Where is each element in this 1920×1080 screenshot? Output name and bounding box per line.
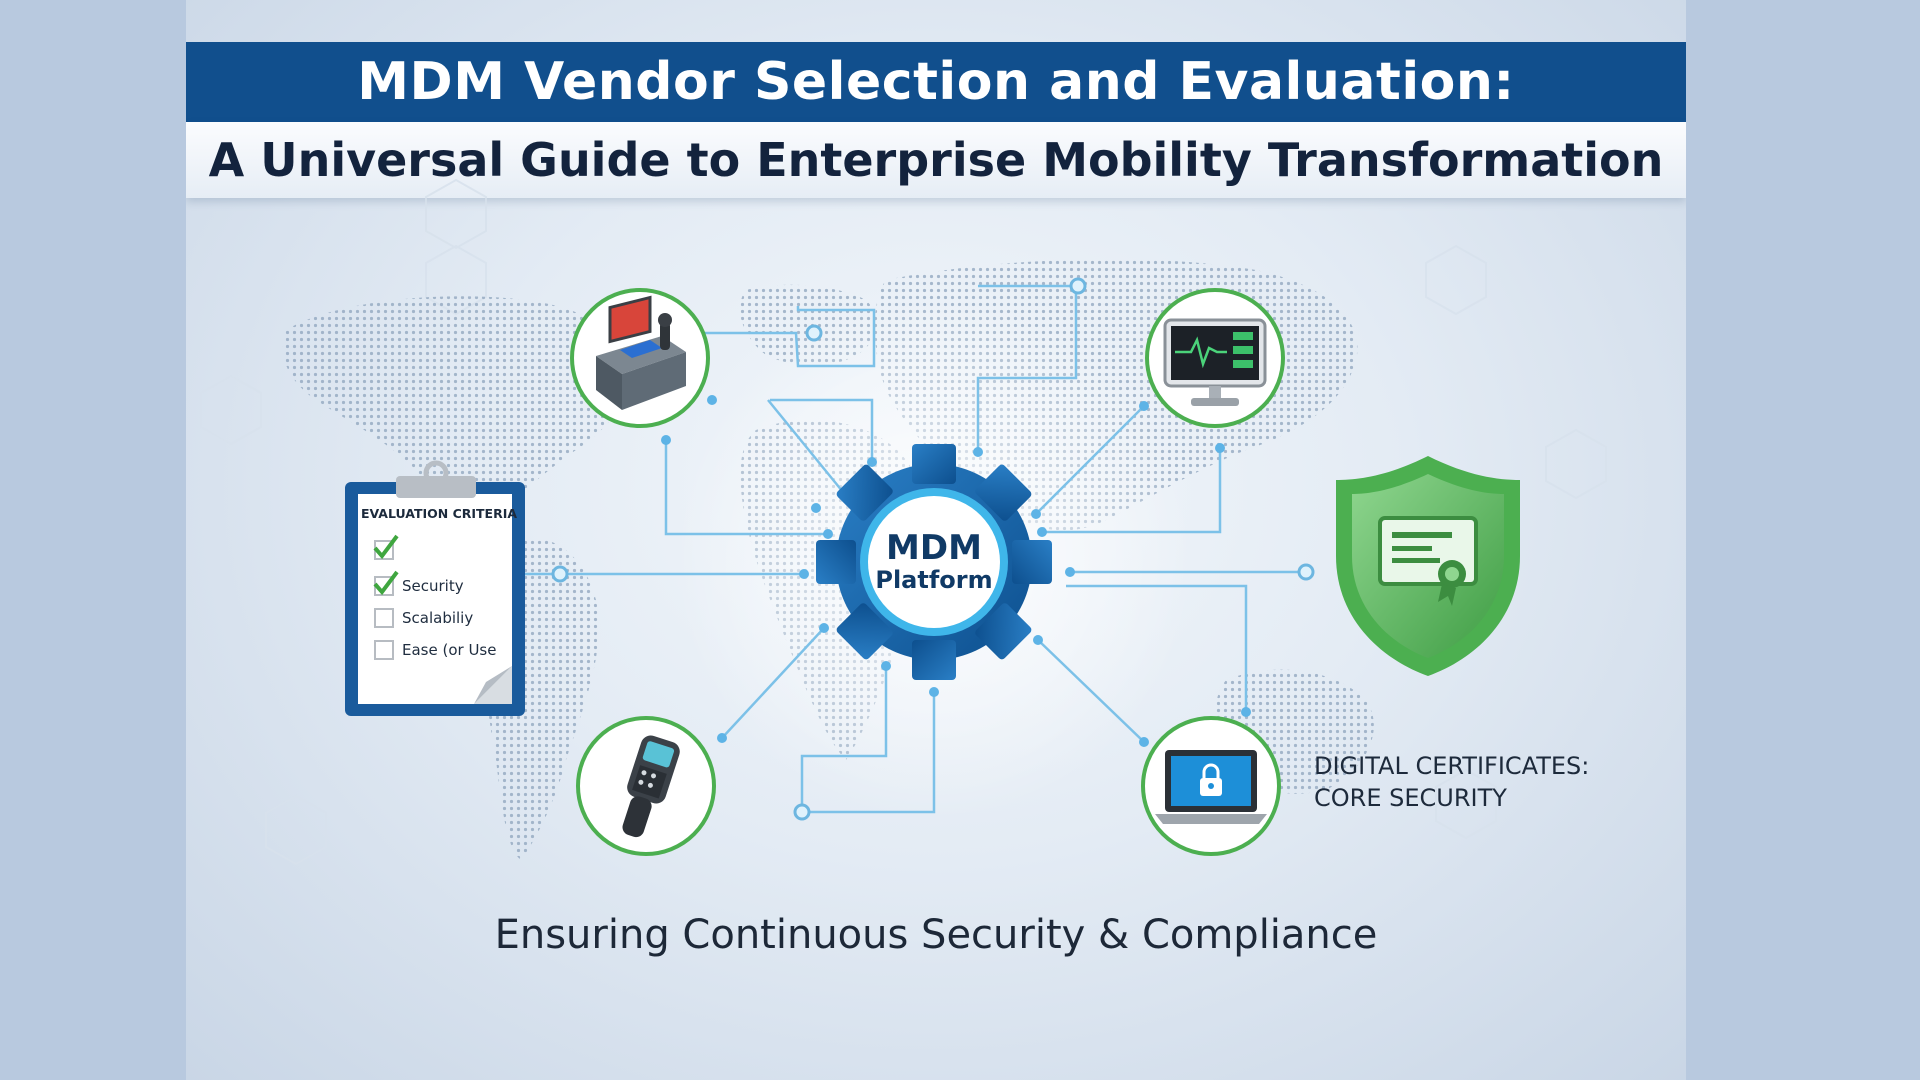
patient-monitor-icon: [1145, 288, 1285, 428]
network-diagram: [200, 178, 1607, 866]
checkbox-1: [373, 534, 399, 560]
kiosk-terminal-icon: [570, 288, 710, 428]
hub-title: MDM: [886, 528, 982, 568]
page-subtitle: A Universal Guide to Enterprise Mobility…: [208, 133, 1664, 187]
certificate-caption-line1: DIGITAL CERTIFICATES:: [1314, 752, 1590, 780]
shield-certificate-icon: [1336, 456, 1520, 676]
subtitle-banner: A Universal Guide to Enterprise Mobility…: [186, 122, 1686, 198]
criteria-item-ease-of-use: Ease (or Use: [402, 641, 497, 659]
criteria-item-scalability: Scalabiliy: [402, 609, 474, 627]
gear-teeth: [816, 444, 1052, 680]
network-nodes: [551, 277, 1315, 821]
mdm-gear: [816, 444, 1052, 680]
secure-laptop-icon: [1141, 716, 1281, 856]
certificate-caption: DIGITAL CERTIFICATES: CORE SECURITY: [1314, 750, 1589, 814]
tagline: Ensuring Continuous Security & Complianc…: [494, 912, 1378, 958]
certificate-caption-line2: CORE SECURITY: [1314, 784, 1507, 812]
checkbox-3: [374, 608, 394, 628]
checkbox-2: [373, 570, 399, 596]
network-endpoints: [661, 395, 1251, 747]
barcode-scanner-icon: [576, 716, 716, 856]
checkbox-4: [374, 640, 394, 660]
hub-subtitle: Platform: [875, 566, 993, 594]
criteria-item-security: Security: [402, 577, 464, 595]
title-banner: MDM Vendor Selection and Evaluation:: [186, 42, 1686, 122]
infographic-canvas: MDM Vendor Selection and Evaluation: A U…: [186, 0, 1686, 1080]
clipboard-title: EVALUATION CRITERIA: [360, 506, 518, 521]
page-title: MDM Vendor Selection and Evaluation:: [357, 52, 1515, 112]
